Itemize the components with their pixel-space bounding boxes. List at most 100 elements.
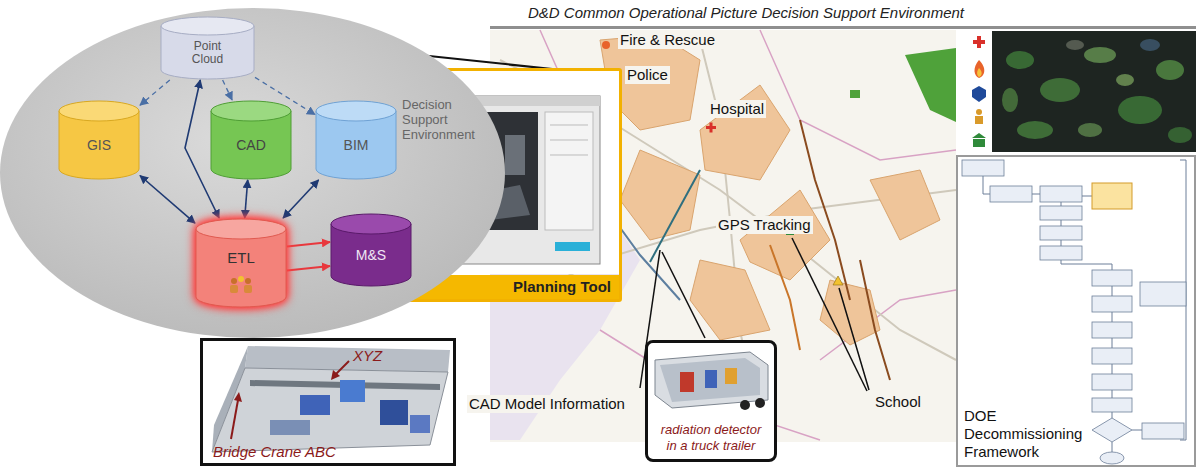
cad-building-model: [336, 361, 349, 374]
flowchart: [1112, 442, 1113, 452]
store-label: M&S: [356, 248, 386, 263]
cad-building-model: [331, 370, 340, 380]
cad-building-model: [270, 420, 310, 435]
truck-trailer: [705, 370, 717, 388]
city-map: [650, 170, 700, 262]
truck-frame: radiation detector in a truck trailer: [645, 340, 777, 462]
truck-trailer: [655, 352, 768, 408]
flowchart: [1140, 282, 1186, 306]
cylinder-outline: [196, 219, 286, 239]
cad-building-model: [300, 395, 330, 415]
map-label: Fire & Rescue: [618, 31, 717, 49]
map-label: Hospital: [708, 100, 766, 118]
city-map: [620, 150, 700, 240]
truck-trailer: [725, 368, 737, 384]
cylinder-outline: [244, 285, 252, 293]
connector: [287, 242, 330, 246]
cad-building-model: [234, 392, 242, 402]
satellite-image: [1116, 74, 1134, 86]
satellite-image: [992, 31, 1196, 152]
legend-icons: [962, 31, 992, 153]
cylinder-outline: [196, 229, 286, 307]
data-store-cylinder: CAD: [210, 100, 292, 180]
leader-line: [662, 252, 705, 338]
satellite-image: [1140, 39, 1160, 51]
framework-panel: DOE Decommissioning Framework: [956, 155, 1196, 467]
flowchart: [1040, 226, 1082, 240]
cylinder-outline: [245, 278, 251, 284]
cylinder-outline: [211, 101, 291, 121]
flowchart: [1092, 322, 1132, 338]
connector: [283, 180, 319, 218]
part-label: Bridge Crane ABC: [213, 443, 336, 460]
satellite-image: [1040, 78, 1080, 102]
connector: [245, 180, 248, 218]
store-label: CAD: [236, 138, 266, 153]
map-label: School: [873, 393, 923, 411]
satellite-image: [1006, 51, 1034, 69]
flowchart: [1142, 423, 1184, 439]
data-store-cylinder: Point Cloud: [160, 16, 255, 80]
cad-building-model: [340, 380, 365, 402]
store-label: ETL: [227, 250, 255, 267]
city-map: [690, 260, 770, 340]
city-map: [602, 41, 610, 49]
environment-ellipse: Decision Support EnvironmentPoint CloudG…: [0, 8, 505, 338]
cylinder-outline: [230, 285, 238, 293]
flowchart: [1092, 183, 1132, 209]
cad-building-model: [231, 400, 238, 439]
city-map: [850, 90, 860, 98]
flowchart: [1092, 270, 1132, 286]
legend-icons: [977, 68, 982, 77]
truck-trailer: [648, 343, 774, 459]
top-rule: [490, 26, 1196, 29]
city-map: [860, 260, 890, 380]
leader-line: [792, 238, 867, 391]
legend-icons: [974, 60, 984, 78]
cad-model-frame: XYZBridge Crane ABC: [200, 338, 456, 466]
figure-title: D&D Common Operational Picture Decision …: [528, 4, 964, 21]
satellite-image: [1156, 60, 1184, 80]
panel-caption: DOE Decommissioning Framework: [964, 407, 1088, 461]
cylinder-outline: [238, 276, 244, 282]
top-rule: [490, 26, 1196, 29]
data-store-cylinder: BIM: [315, 100, 397, 180]
truck-trailer: [740, 400, 750, 410]
city-map: [870, 170, 940, 240]
satellite-image: [992, 31, 1196, 152]
connector: [140, 80, 170, 105]
connector: [223, 80, 233, 100]
connector: [140, 176, 195, 224]
tool-caption: Planning Tool: [513, 278, 611, 295]
cad-building-model: [212, 368, 448, 452]
map-label: CAD Model Information: [467, 395, 627, 413]
legend-icons: [973, 139, 985, 147]
flowchart: [1100, 452, 1124, 464]
caption-text: radiation detector in a truck trailer: [654, 422, 768, 454]
model-sim-cylinder: M&S: [330, 213, 412, 287]
truck-trailer: [755, 398, 765, 408]
flowchart: [956, 155, 1196, 467]
flowchart: [1092, 374, 1132, 390]
truck-trailer: [680, 372, 694, 392]
leader-line: [839, 288, 869, 390]
cad-building-model: [245, 346, 450, 372]
store-label: Point Cloud: [183, 40, 233, 66]
flowchart: [1040, 186, 1082, 202]
flowchart: [1092, 348, 1132, 364]
satellite-image: [1078, 123, 1102, 137]
flowchart: [1092, 296, 1132, 312]
city-map: [740, 190, 830, 280]
legend-icons: [972, 86, 986, 102]
cylinder-outline: [161, 17, 254, 35]
cad-building-model: [410, 415, 430, 433]
flowchart: [962, 160, 1004, 176]
map-label: Police: [625, 66, 670, 84]
flowchart: [1092, 418, 1132, 442]
city-map: [833, 276, 843, 285]
legend-icons: [975, 116, 983, 124]
connector: [287, 266, 330, 270]
flowchart: [990, 186, 1032, 202]
map-label: GPS Tracking: [716, 216, 813, 234]
